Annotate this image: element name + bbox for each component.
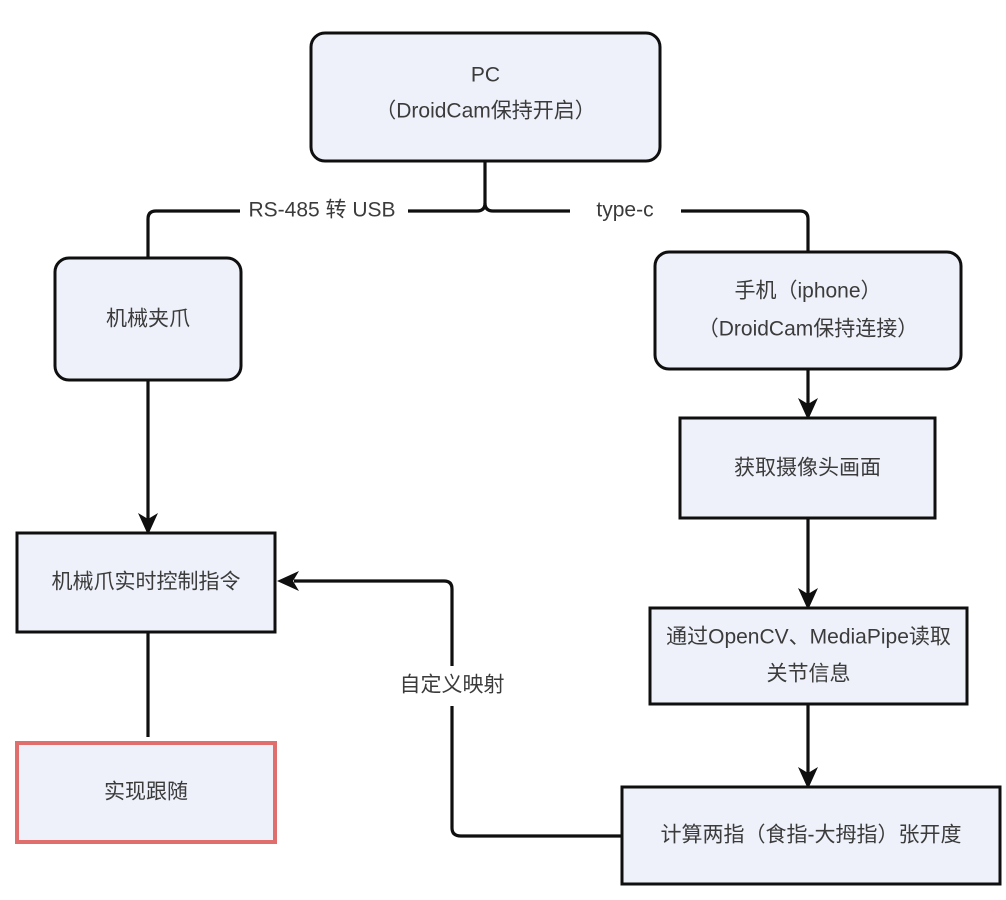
realtime-control-command-node[interactable]: 机械爪实时控制指令 [15,531,277,634]
edge-label-typec: type-c [596,199,653,222]
edge-distance-to-control: 自定义映射 [277,571,622,838]
phone-node-shape[interactable] [653,250,963,371]
capture-camera-frame-node-shape[interactable] [678,416,937,520]
achieve-following-node-shape[interactable] [15,741,277,844]
read-joint-info-node-label-line1: 通过OpenCV、MediaPipe读取 [666,626,951,649]
arrow-head-icon [798,767,818,789]
edge-distance-to-control-path-upper [294,579,454,666]
pc-node-shape[interactable] [309,31,662,163]
read-joint-info-node[interactable]: 通过OpenCV、MediaPipe读取 关节信息 [648,606,969,706]
capture-camera-frame-node[interactable]: 获取摄像头画面 [678,416,937,520]
mechanical-gripper-node-shape[interactable] [53,256,243,382]
arrow-head-icon [138,513,158,535]
phone-node[interactable]: 手机（iphone） （DroidCam保持连接） [653,250,963,371]
achieve-following-node[interactable]: 实现跟随 [15,741,277,844]
edge-pc-to-gripper-path-right [405,161,487,213]
read-joint-info-node-shape[interactable] [648,606,969,706]
arrow-head-icon [798,588,818,610]
pc-node[interactable]: PC （DroidCam保持开启） [309,31,662,163]
achieve-following-node-label: 实现跟随 [104,781,188,804]
edge-phone-to-capture [798,369,818,420]
edge-capture-to-read-joints [798,518,818,610]
phone-node-label-line1: 手机（iphone） [734,280,881,303]
edge-label-rs485: RS-485 转 USB [248,199,395,222]
pc-node-label-line2: （DroidCam保持开启） [375,100,596,123]
compute-finger-opening-node-label: 计算两指（食指-大拇指）张开度 [661,824,962,847]
edge-distance-to-control-path-lower [450,706,622,838]
compute-finger-opening-node-shape[interactable] [620,785,1002,886]
edge-label-custom-mapping: 自定义映射 [400,674,505,697]
realtime-control-command-node-label: 机械爪实时控制指令 [52,571,241,594]
compute-finger-opening-node[interactable]: 计算两指（食指-大拇指）张开度 [620,785,1002,886]
edge-gripper-to-control [138,380,158,535]
phone-node-label-line2: （DroidCam保持连接） [698,318,919,341]
capture-camera-frame-node-label: 获取摄像头画面 [734,457,881,480]
mechanical-gripper-node-label: 机械夹爪 [106,308,190,331]
edge-gap-filler [404,196,408,226]
realtime-control-command-node-shape[interactable] [15,531,277,634]
edge-pc-to-phone-path-left [483,202,570,213]
arrow-head-icon [277,571,299,591]
pc-node-label-line1: PC [471,64,500,87]
edge-read-joints-to-distance [798,704,818,789]
arrow-head-icon [798,398,818,420]
read-joint-info-node-label-line2: 关节信息 [767,663,851,686]
edge-pc-to-gripper-path-left [146,209,240,258]
edge-pc-to-phone: type-c [483,199,810,252]
edge-pc-to-phone-path-right [681,209,810,252]
mechanical-gripper-node[interactable]: 机械夹爪 [53,256,243,382]
edge-pc-to-gripper: RS-485 转 USB [146,161,487,258]
